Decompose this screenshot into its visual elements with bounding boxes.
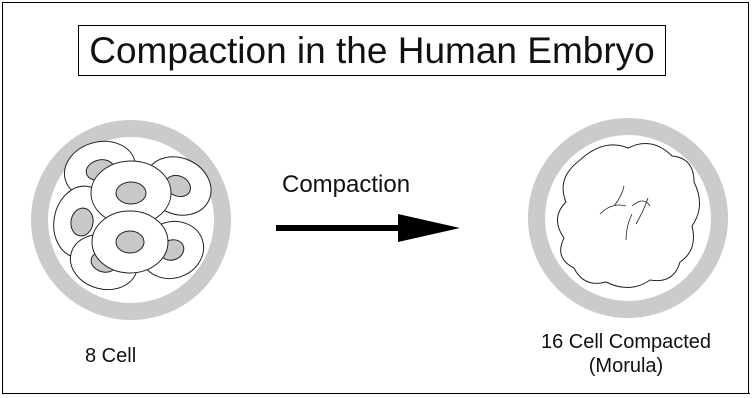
morula-embryo bbox=[528, 118, 728, 318]
stage-label-16-cell-sub: (Morula) bbox=[588, 355, 664, 377]
figure-bottom-border bbox=[2, 393, 750, 394]
stage-label-16-cell-main: 16 Cell Compacted bbox=[540, 331, 712, 353]
diagram-title: Compaction in the Human Embryo bbox=[89, 30, 655, 71]
blastomere bbox=[90, 160, 172, 226]
stage-label-16-cell: 16 Cell Compacted (Morula) bbox=[508, 330, 744, 378]
title-box: Compaction in the Human Embryo bbox=[78, 25, 666, 76]
cell-boundary-lines bbox=[599, 185, 651, 241]
eight-cell-embryo bbox=[31, 120, 231, 320]
blastomere bbox=[91, 210, 169, 274]
figure-frame bbox=[2, 2, 749, 394]
blastomeres bbox=[53, 140, 212, 291]
compacted-cell-mass bbox=[557, 143, 700, 288]
compaction-arrow bbox=[276, 214, 460, 242]
compaction-label: Compaction bbox=[282, 171, 411, 198]
stage-label-8-cell: 8 Cell bbox=[85, 345, 137, 367]
